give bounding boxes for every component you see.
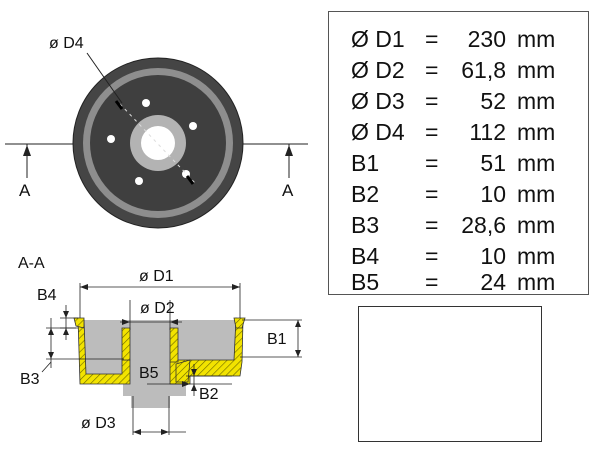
front-view: A A ø D4 xyxy=(5,35,308,229)
d1-arrow-right xyxy=(232,284,240,290)
spec-equals: = xyxy=(425,212,439,238)
d4-tick-bottom xyxy=(185,175,195,185)
spec-equals: = xyxy=(425,243,439,269)
d3-label: ø D3 xyxy=(81,415,116,432)
spec-unit: mm xyxy=(517,88,556,114)
spec-row: B5 = 24 mm xyxy=(329,269,588,299)
bolt-hole xyxy=(135,177,143,185)
b1-label: B1 xyxy=(267,331,287,348)
section-label-left: A xyxy=(19,181,31,200)
spec-equals: = xyxy=(425,150,439,176)
spec-label: B3 xyxy=(351,212,380,238)
spec-row: Ø D1 = 230 mm xyxy=(329,26,588,56)
spec-label: B4 xyxy=(351,243,380,269)
spec-row: B2 = 10 mm xyxy=(329,181,588,211)
bolt-hole xyxy=(142,99,150,107)
spec-row: Ø D2 = 61,8 mm xyxy=(329,57,588,87)
spec-row: B3 = 28,6 mm xyxy=(329,212,588,242)
section-hub-web xyxy=(121,327,179,363)
spec-label: B1 xyxy=(351,150,380,176)
b2-arrow-top xyxy=(191,369,197,376)
bolt-hole xyxy=(107,135,115,143)
d4-label: ø D4 xyxy=(49,35,84,52)
b4-label: B4 xyxy=(37,287,57,304)
section-arrowhead-right xyxy=(285,145,293,156)
b5-label: B5 xyxy=(139,365,159,382)
spec-label: Ø D2 xyxy=(351,57,405,83)
spec-row: B1 = 51 mm xyxy=(329,150,588,180)
spec-row: B4 = 10 mm xyxy=(329,243,588,273)
d1-arrow-left xyxy=(80,284,88,290)
section-title: A-A xyxy=(18,255,45,272)
specification-table: Ø D1 = 230 mm Ø D2 = 61,8 mm Ø D3 = 52 m… xyxy=(328,11,589,295)
d2-arrow-right xyxy=(170,319,178,325)
b4-arrow-bottom xyxy=(63,328,69,335)
d3-arrow-left xyxy=(133,429,141,435)
d4-pitch-line xyxy=(119,103,197,185)
spec-value: 112 xyxy=(469,119,506,145)
spec-equals: = xyxy=(425,26,439,52)
spec-row: Ø D4 = 112 mm xyxy=(329,119,588,149)
photo-frame xyxy=(358,306,542,442)
spec-label: Ø D3 xyxy=(351,88,405,114)
spec-unit: mm xyxy=(517,150,556,176)
spec-value: 10 xyxy=(480,181,506,207)
d4-tick-top xyxy=(114,100,124,110)
spec-equals: = xyxy=(425,88,439,114)
section-label-right: A xyxy=(282,181,294,200)
spec-value: 28,6 xyxy=(461,212,506,238)
spec-value: 61,8 xyxy=(461,57,506,83)
section-arrowhead-left xyxy=(23,145,31,156)
d2-label: ø D2 xyxy=(140,300,175,317)
section-b5-wedge xyxy=(175,359,191,383)
spec-label: B5 xyxy=(351,269,380,295)
b4-arrow-top xyxy=(63,311,69,318)
spec-label: Ø D4 xyxy=(351,119,405,145)
b5-arrow-right xyxy=(182,381,190,387)
spec-unit: mm xyxy=(517,26,556,52)
spec-unit: mm xyxy=(517,212,556,238)
d3-arrow-right xyxy=(161,429,169,435)
spec-row: Ø D3 = 52 mm xyxy=(329,88,588,118)
b3-arrow-top xyxy=(48,328,54,335)
section-lip-left xyxy=(73,317,85,329)
b3-leader xyxy=(41,361,52,373)
spec-unit: mm xyxy=(517,269,556,295)
spec-unit: mm xyxy=(517,181,556,207)
spec-label: Ø D1 xyxy=(351,26,405,52)
spec-value: 52 xyxy=(480,88,506,114)
section-body xyxy=(80,320,240,408)
spec-equals: = xyxy=(425,181,439,207)
d1-label: ø D1 xyxy=(139,268,174,285)
spec-value: 51 xyxy=(480,150,506,176)
bolt-hole xyxy=(189,122,197,130)
d4-leader xyxy=(86,52,123,104)
spec-value: 24 xyxy=(480,269,506,295)
section-view: A-A ø D1 ø D2 ø D3 xyxy=(18,255,302,435)
spec-equals: = xyxy=(425,269,439,295)
spec-unit: mm xyxy=(517,119,556,145)
spec-label: B2 xyxy=(351,181,380,207)
section-lip-right xyxy=(233,317,246,329)
spec-unit: mm xyxy=(517,57,556,83)
b2-arrow-bottom xyxy=(191,384,197,391)
spec-value: 230 xyxy=(467,26,506,52)
spec-unit: mm xyxy=(517,243,556,269)
b1-arrow-top xyxy=(295,320,301,327)
spec-equals: = xyxy=(425,119,439,145)
b3-label: B3 xyxy=(20,371,40,388)
b3-arrow-bottom xyxy=(48,352,54,359)
d2-arrow-left xyxy=(122,319,130,325)
b2-label: B2 xyxy=(199,386,219,403)
b1-arrow-bottom xyxy=(295,350,301,357)
spec-value: 10 xyxy=(480,243,506,269)
spec-equals: = xyxy=(425,57,439,83)
